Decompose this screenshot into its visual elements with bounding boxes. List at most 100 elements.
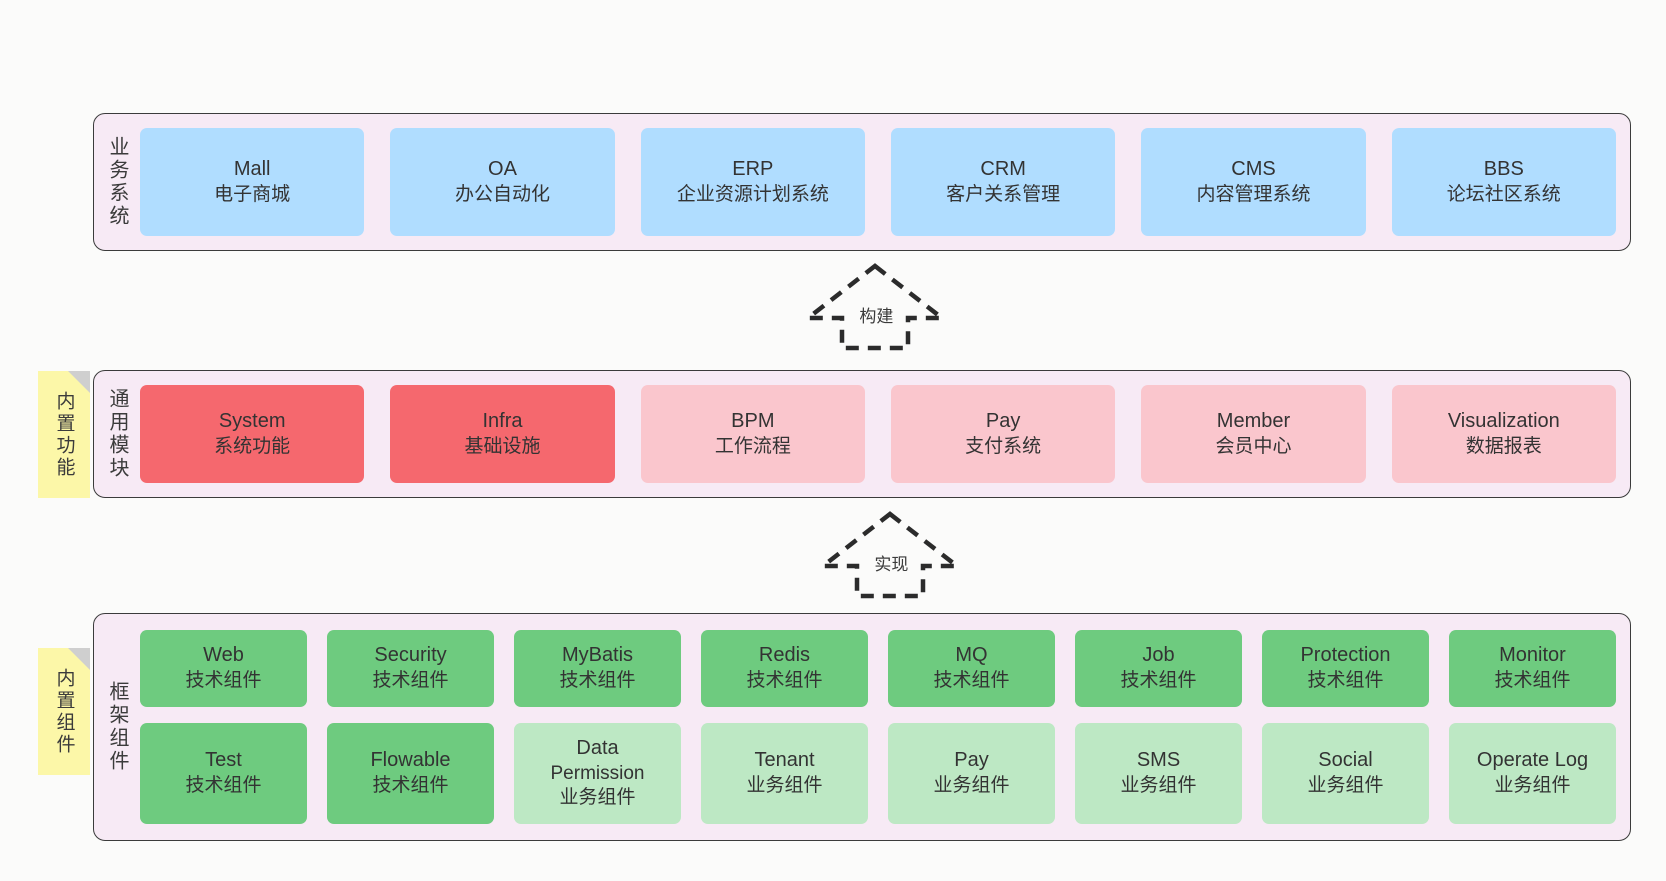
card-mall[interactable]: Mall 电子商城 [140, 128, 365, 236]
card-title: Security [374, 644, 447, 667]
card-mq[interactable]: MQ 技术组件 [888, 630, 1055, 707]
table-row: Mall 电子商城 OA 办公自动化 ERP 企业资源计划系统 CRM 客户关系… [140, 128, 1616, 236]
card-erp[interactable]: ERP 企业资源计划系统 [640, 128, 865, 236]
card-title: Data [576, 737, 619, 760]
card-monitor[interactable]: Monitor 技术组件 [1449, 630, 1616, 707]
card-tenant[interactable]: Tenant 业务组件 [701, 722, 868, 824]
card-bbs[interactable]: BBS 论坛社区系统 [1391, 128, 1616, 236]
card-subtitle: 技术组件 [933, 670, 1010, 692]
layer-business-rows: Mall 电子商城 OA 办公自动化 ERP 企业资源计划系统 CRM 客户关系… [140, 114, 1616, 250]
connector-implement: 实现 [815, 510, 965, 600]
card-system[interactable]: System 系统功能 [140, 385, 365, 483]
card-title: Redis [758, 644, 811, 667]
card-subtitle: 工作流程 [714, 435, 791, 457]
implement-arrow-icon [816, 511, 964, 599]
card-title: SMS [1136, 749, 1181, 772]
card-subtitle: 技术组件 [1120, 670, 1197, 692]
card-subtitle: 技术组件 [372, 775, 449, 797]
card-protection[interactable]: Protection 技术组件 [1262, 630, 1429, 707]
card-infra[interactable]: Infra 基础设施 [390, 385, 615, 483]
card-subtitle: 业务组件 [1494, 775, 1571, 797]
card-title: Social [1318, 749, 1373, 772]
card-web[interactable]: Web 技术组件 [140, 630, 307, 707]
card-subtitle: 业务组件 [559, 787, 636, 809]
card-pay-module[interactable]: Pay 支付系统 [890, 385, 1116, 483]
card-title-2: Permission [550, 762, 645, 784]
card-data-permission[interactable]: Data Permission 业务组件 [514, 722, 681, 824]
card-title: Test [205, 749, 242, 772]
card-title: Flowable [370, 749, 451, 772]
card-sms[interactable]: SMS 业务组件 [1075, 722, 1242, 824]
layer-business-title: 业务系统 [106, 136, 128, 228]
layer-framework-rows: Web 技术组件 Security 技术组件 MyBatis 技术组件 Redi… [140, 614, 1616, 840]
card-subtitle: 技术组件 [559, 670, 636, 692]
layer-modules-title: 通用模块 [106, 388, 128, 480]
card-flowable[interactable]: Flowable 技术组件 [327, 722, 494, 824]
card-subtitle: 数据报表 [1465, 435, 1542, 457]
build-arrow-icon [801, 263, 949, 351]
card-subtitle: 基础设施 [464, 435, 541, 457]
connector-build-label: 构建 [859, 307, 894, 326]
card-security[interactable]: Security 技术组件 [327, 630, 494, 707]
layer-modules: 通用模块 System 系统功能 Infra 基础设施 BPM 工作流程 [93, 370, 1631, 498]
card-subtitle: 业务组件 [1307, 775, 1384, 797]
card-cms[interactable]: CMS 内容管理系统 [1141, 128, 1366, 236]
layer-modules-body: System 系统功能 Infra 基础设施 BPM 工作流程 Pay 支付系统 [140, 371, 1630, 497]
card-title: ERP [732, 158, 774, 181]
connector-build: 构建 [800, 262, 950, 352]
card-title: Protection [1300, 644, 1391, 667]
sticky-note-builtin-features: 内置功能 [38, 371, 90, 498]
card-visualization[interactable]: Visualization 数据报表 [1391, 385, 1616, 483]
card-title: OA [488, 158, 517, 181]
card-redis[interactable]: Redis 技术组件 [701, 630, 868, 707]
layer-framework: 框架组件 Web 技术组件 Security 技术组件 MyBatis 技术组件 [93, 613, 1631, 841]
card-title: MQ [955, 644, 988, 667]
card-subtitle: 技术组件 [1494, 670, 1571, 692]
card-subtitle: 技术组件 [185, 670, 262, 692]
card-subtitle: 企业资源计划系统 [676, 183, 829, 205]
layer-business-body: Mall 电子商城 OA 办公自动化 ERP 企业资源计划系统 CRM 客户关系… [140, 114, 1630, 250]
card-bpm[interactable]: BPM 工作流程 [640, 385, 865, 483]
card-subtitle: 支付系统 [965, 435, 1042, 457]
card-oa[interactable]: OA 办公自动化 [390, 128, 615, 236]
layer-framework-body: Web 技术组件 Security 技术组件 MyBatis 技术组件 Redi… [140, 614, 1630, 840]
card-subtitle: 电子商城 [214, 183, 291, 205]
card-subtitle: 技术组件 [185, 775, 262, 797]
card-subtitle: 技术组件 [372, 670, 449, 692]
card-operate-log[interactable]: Operate Log 业务组件 [1449, 722, 1616, 824]
card-title: Member [1216, 410, 1291, 433]
layer-framework-title: 框架组件 [106, 681, 128, 773]
card-subtitle: 业务组件 [746, 775, 823, 797]
layer-business: 业务系统 Mall 电子商城 OA 办公自动化 ERP 企业资源计划系统 [93, 113, 1631, 251]
card-mybatis[interactable]: MyBatis 技术组件 [514, 630, 681, 707]
card-title: Web [203, 644, 244, 667]
card-title: Operate Log [1476, 749, 1589, 772]
sticky-note-label: 内置组件 [53, 667, 75, 756]
card-title: Job [1142, 644, 1175, 667]
card-test[interactable]: Test 技术组件 [140, 722, 307, 824]
card-subtitle: 会员中心 [1215, 435, 1292, 457]
card-job[interactable]: Job 技术组件 [1075, 630, 1242, 707]
card-subtitle: 内容管理系统 [1196, 183, 1311, 205]
card-title: BPM [731, 410, 775, 433]
card-title: Tenant [754, 749, 815, 772]
card-subtitle: 业务组件 [1120, 775, 1197, 797]
card-subtitle: 客户关系管理 [946, 183, 1061, 205]
card-pay-component[interactable]: Pay 业务组件 [888, 722, 1055, 824]
card-title: Pay [985, 410, 1021, 433]
table-row: Test 技术组件 Flowable 技术组件 Data Permission … [140, 722, 1616, 824]
card-title: CMS [1231, 158, 1276, 181]
table-row: System 系统功能 Infra 基础设施 BPM 工作流程 Pay 支付系统 [140, 385, 1616, 483]
fold-corner-icon [68, 648, 90, 670]
card-title: Monitor [1499, 644, 1566, 667]
card-title: Infra [482, 410, 523, 433]
card-crm[interactable]: CRM 客户关系管理 [890, 128, 1116, 236]
card-subtitle: 业务组件 [933, 775, 1010, 797]
layer-modules-rows: System 系统功能 Infra 基础设施 BPM 工作流程 Pay 支付系统 [140, 371, 1616, 497]
connector-implement-label: 实现 [874, 555, 909, 574]
card-title: Visualization [1447, 410, 1560, 433]
card-social[interactable]: Social 业务组件 [1262, 722, 1429, 824]
card-member[interactable]: Member 会员中心 [1141, 385, 1366, 483]
card-subtitle: 技术组件 [1307, 670, 1384, 692]
